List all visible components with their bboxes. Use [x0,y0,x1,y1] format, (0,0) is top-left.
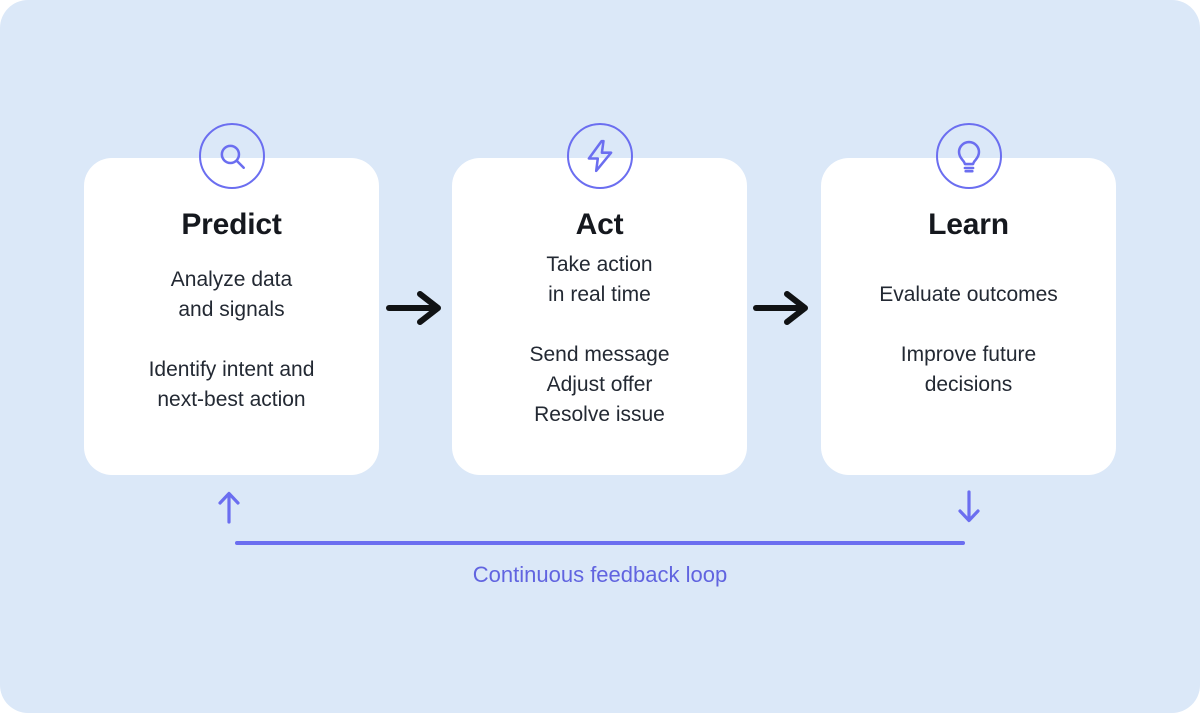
card-title-learn: Learn [928,208,1009,241]
card-act: Act Take action in real time Send messag… [452,123,747,475]
card-body-learn: Evaluate outcomes Improve future decisio… [879,244,1058,435]
right-arrow-icon [753,291,808,325]
card-predict-paragraph-1: Analyze data and signals [170,267,293,321]
card-body-predict: Analyze data and signals Identify intent… [149,244,315,435]
flow-arrow-act-to-learn [752,290,810,326]
card-predict: Predict Analyze data and signals Identif… [84,123,379,475]
feedback-loop-line [235,541,965,545]
predict-icon-circle [198,123,265,189]
card-learn-paragraph-1: Evaluate outcomes [879,282,1058,306]
card-body-act: Take action in real time Send message Ad… [529,244,669,435]
learn-icon-circle [935,123,1002,189]
card-learn-paragraph-2: Improve future decisions [900,342,1037,396]
card-predict-content: Predict Analyze data and signals Identif… [84,158,379,475]
feedback-loop-label: Continuous feedback loop [472,562,728,587]
card-act-paragraph-2: Send message Adjust offer Resolve issue [529,342,670,426]
card-learn-content: Learn Evaluate outcomes Improve future d… [821,158,1116,475]
right-arrow-icon [386,291,441,325]
card-act-content: Act Take action in real time Send messag… [452,158,747,475]
feedback-down-arrow-icon [955,490,983,524]
card-title-predict: Predict [181,208,282,241]
card-learn: Learn Evaluate outcomes Improve future d… [821,123,1116,475]
flow-arrow-predict-to-act [385,290,443,326]
search-icon [220,144,245,169]
card-predict-paragraph-2: Identify intent and next-best action [148,357,315,411]
card-act-paragraph-1: Take action in real time [546,252,653,306]
feedback-up-arrow-icon [215,490,243,524]
card-title-act: Act [575,208,624,241]
lightning-bolt-icon [587,139,612,173]
lightbulb-icon [957,140,980,173]
act-icon-circle [566,123,633,189]
